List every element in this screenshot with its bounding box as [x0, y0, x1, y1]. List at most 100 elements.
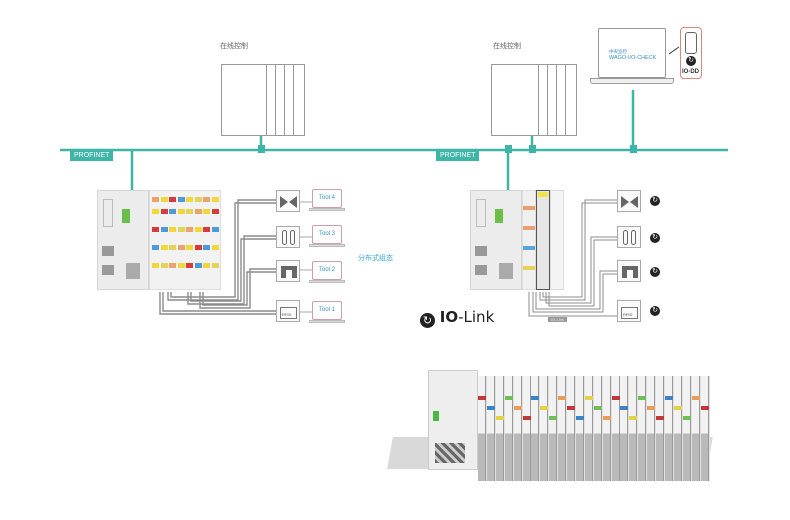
rack-stripe — [522, 416, 531, 420]
terminal-block — [152, 227, 159, 232]
terminal-block — [186, 197, 193, 202]
rack-module — [656, 376, 664, 481]
terminal-block — [186, 245, 193, 250]
io-link-logo-bold: IO — [439, 308, 459, 326]
io-link-logo-rest: -Link — [458, 308, 495, 326]
rack-stripe — [664, 396, 673, 400]
device-gripper[interactable] — [617, 260, 641, 282]
tool-laptop[interactable]: Tool 2 — [309, 261, 345, 283]
terminal-block — [160, 227, 168, 232]
rfid-label: RFID — [282, 312, 292, 317]
rack-stripe — [691, 396, 700, 400]
rack-stripe — [700, 406, 709, 410]
device-gripper[interactable] — [276, 260, 300, 282]
rack-stripe — [575, 416, 584, 420]
rack-module — [700, 376, 709, 481]
product-photo — [387, 362, 713, 484]
device-rfid[interactable]: RFID — [276, 300, 300, 322]
terminal-block — [211, 209, 219, 214]
tool-laptop[interactable]: Tool 4 — [309, 189, 345, 211]
rack-stripe — [647, 406, 656, 410]
screen-line-2: WAGO-I/O-CHECK — [609, 55, 657, 61]
controller-2[interactable] — [491, 64, 577, 136]
rack-stripe — [531, 396, 540, 400]
end-module — [550, 190, 564, 290]
rack-module — [522, 376, 531, 481]
tool-laptop[interactable]: Tool 1 — [309, 301, 345, 323]
terminal-block — [203, 245, 210, 250]
rack-stripe — [656, 416, 664, 420]
device-rfid[interactable]: RFID — [617, 300, 641, 322]
device-thermometer[interactable] — [276, 226, 300, 248]
rack-module — [575, 376, 584, 481]
right-io-terminals — [522, 190, 536, 290]
controller-1-label: 在线控制 — [220, 42, 248, 50]
io-link-module-tag: IO-Link — [548, 317, 567, 322]
left-coupler[interactable] — [97, 190, 149, 290]
terminal-block — [177, 263, 185, 268]
rack-stripe — [478, 396, 486, 400]
left-cables — [159, 199, 276, 315]
rack-stripe — [584, 396, 593, 400]
terminal-block — [160, 245, 168, 250]
rack-module — [629, 376, 638, 481]
rack-stripe — [558, 396, 567, 400]
terminal-block — [194, 209, 202, 214]
screen-line-1: 中央监控 — [609, 49, 627, 54]
right-coupler[interactable] — [470, 190, 522, 290]
tool-laptop[interactable]: Tool 3 — [309, 225, 345, 247]
rack-module — [611, 376, 620, 481]
device-valve[interactable] — [617, 190, 641, 212]
rack-stripe — [513, 406, 522, 410]
distributed-config-label: 分布式组态 — [358, 255, 393, 262]
rack-stripe — [486, 406, 495, 410]
tool-label: Tool 1 — [318, 307, 335, 313]
rack-module — [673, 376, 682, 481]
controller-2-label: 在线控制 — [493, 42, 521, 50]
rack-stripe — [682, 416, 691, 420]
rack-module — [602, 376, 611, 481]
left-io-modules[interactable] — [149, 190, 221, 290]
rack-stripe — [567, 406, 575, 410]
terminal-block — [169, 245, 176, 250]
iodd-device[interactable]: ↻ IO-DD — [680, 27, 702, 79]
rack-stripe — [540, 406, 549, 410]
terminal-block — [152, 209, 159, 214]
terminal-block — [177, 209, 185, 214]
rack-module — [486, 376, 495, 481]
rack-module — [478, 376, 486, 481]
rack-module — [504, 376, 513, 481]
controller-1[interactable] — [221, 64, 305, 136]
terminal-block — [177, 227, 185, 232]
rack-stripe — [673, 406, 682, 410]
rack-module — [567, 376, 575, 481]
bus-node — [505, 145, 512, 153]
device-thermometer[interactable] — [617, 226, 641, 248]
io-link-icon: ↻ — [650, 306, 660, 316]
terminal-block — [186, 227, 193, 232]
terminal-block — [194, 227, 202, 232]
tool-label: Tool 4 — [318, 195, 335, 201]
rack-module — [664, 376, 673, 481]
terminal-block — [169, 227, 176, 232]
terminal-block — [211, 227, 219, 232]
terminal-block — [194, 263, 202, 268]
io-link-icon: ↻ — [686, 56, 696, 66]
terminal-block — [203, 197, 210, 202]
tool-label: Tool 2 — [318, 267, 335, 273]
rack-stripe — [638, 396, 647, 400]
config-laptop-screen[interactable]: 中央监控 WAGO-I/O-CHECK — [598, 28, 666, 78]
terminal-block — [203, 263, 210, 268]
terminal-block — [211, 245, 219, 250]
device-valve[interactable] — [276, 190, 300, 212]
rack-module — [638, 376, 647, 481]
io-link-master-module[interactable] — [536, 190, 550, 290]
profinet-tag: PROFINET — [436, 151, 480, 161]
rack-module — [531, 376, 540, 481]
rack-stripe — [611, 396, 620, 400]
terminal-block — [211, 197, 219, 202]
terminal-block — [203, 209, 210, 214]
rack-stripe — [495, 416, 504, 420]
io-link-icon: ↻ — [420, 313, 435, 328]
io-link-icon: ↻ — [650, 233, 660, 243]
